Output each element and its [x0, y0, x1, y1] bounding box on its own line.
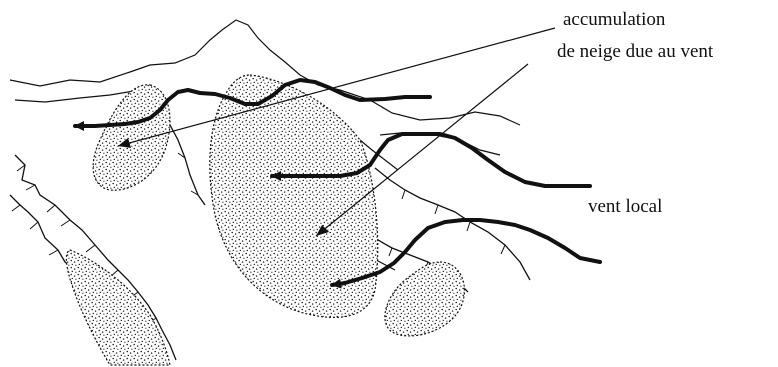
label-local-wind: vent local: [588, 197, 662, 216]
snow-zone-left: [93, 85, 170, 190]
label-wind-snow-accumulation: de neige due au vent: [557, 42, 713, 61]
snow-zone-lower-left: [66, 250, 170, 365]
label-accumulation: accumulation: [563, 10, 665, 29]
snow-accumulations: [66, 75, 464, 365]
ridge-line-left: [15, 90, 140, 102]
snow-zone-small: [385, 262, 465, 336]
